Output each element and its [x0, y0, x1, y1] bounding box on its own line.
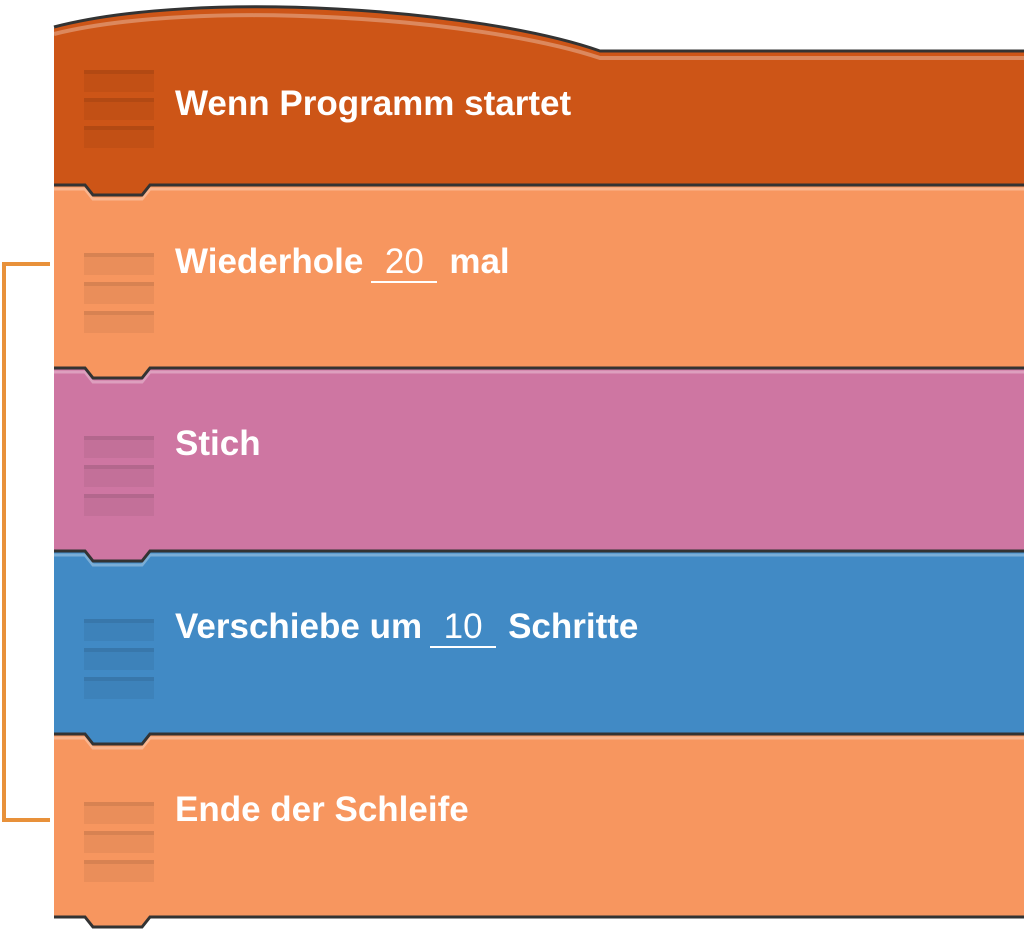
drag-grip-icon [84, 802, 154, 824]
drag-grip-icon [84, 311, 154, 333]
block-highlight-repeat [54, 187, 1024, 201]
block-label-end-loop: Ende der Schleife [175, 790, 469, 829]
drag-grip-icon [84, 677, 154, 699]
drag-grip-icon [84, 282, 154, 286]
block-shape-move [54, 551, 1024, 744]
loop-bracket [2, 262, 50, 822]
drag-grip-icon [84, 619, 154, 623]
block-highlight-end-loop [54, 736, 1024, 750]
repeat-count-input[interactable]: 20 [371, 243, 438, 283]
block-outline-repeat [54, 366, 1024, 380]
drag-grip-icon [84, 494, 154, 516]
drag-grip-icon [84, 126, 154, 148]
drag-grip-icon [84, 70, 154, 92]
move-label-before: Verschiebe um [175, 607, 423, 646]
drag-grip-icon [84, 436, 154, 458]
drag-grip-icon [84, 98, 154, 120]
block-outline-end-loop [54, 915, 1024, 929]
drag-grip-icon [84, 253, 154, 275]
block-highlight-move [54, 553, 1024, 567]
block-label-repeat: Wiederhole 20 mal [175, 242, 510, 283]
block-shape-end-loop [54, 734, 1024, 927]
drag-grip-icon [84, 860, 154, 882]
block-label-move: Verschiebe um 10 Schritte [175, 607, 638, 648]
block-highlight-stitch [54, 370, 1024, 384]
drag-grip-icon [84, 253, 154, 257]
drag-grip-icon [84, 494, 154, 498]
drag-grip-icon [84, 311, 154, 315]
drag-grip-icon [84, 619, 154, 641]
block-highlight-hat [53, 13, 1024, 60]
drag-grip-icon [84, 126, 154, 130]
block-outline-hat [54, 183, 1024, 197]
move-label-after: Schritte [508, 607, 639, 646]
drag-grip-icon [84, 802, 154, 806]
drag-grip-icon [84, 465, 154, 469]
drag-grip-icon [84, 860, 154, 864]
drag-grip-icon [84, 282, 154, 304]
block-outline-move [54, 732, 1024, 746]
move-steps-input[interactable]: 10 [430, 608, 497, 648]
drag-grip-icon [84, 831, 154, 835]
drag-grip-icon [84, 436, 154, 440]
block-shape-hat [54, 7, 1024, 195]
drag-grip-icon [84, 465, 154, 487]
block-label-when-program-starts: Wenn Programm startet [175, 84, 572, 123]
drag-grip-icon [84, 648, 154, 670]
block-shape-stitch [54, 368, 1024, 561]
drag-grip-icon [84, 677, 154, 681]
block-outline-top [53, 5, 1024, 53]
drag-grip-icon [84, 648, 154, 652]
repeat-label-before: Wiederhole [175, 242, 364, 281]
drag-grip-icon [84, 70, 154, 74]
block-label-stitch: Stich [175, 424, 261, 463]
repeat-label-after: mal [449, 242, 510, 281]
block-outline-stitch [54, 549, 1024, 563]
drag-grip-icon [84, 831, 154, 853]
block-shape-repeat [54, 185, 1024, 378]
drag-grip-icon [84, 98, 154, 102]
